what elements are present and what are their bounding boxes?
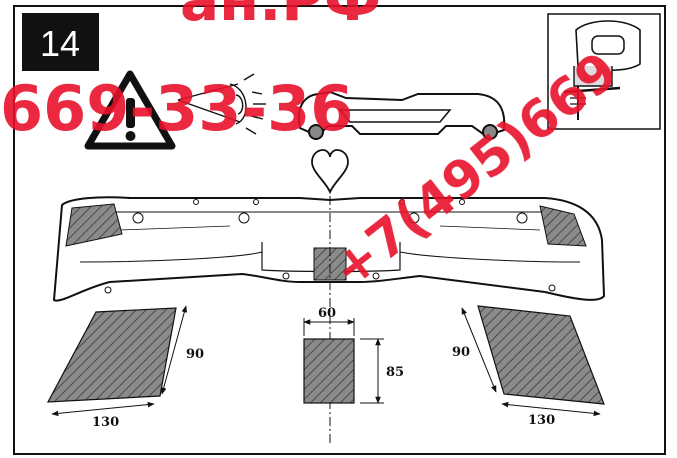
warning-icon [84, 70, 176, 150]
step-badge: 14 [22, 13, 99, 71]
bumper-outline-icon [297, 90, 506, 140]
watermark-line1: ан.РФ [180, 0, 381, 34]
left-height-label: 90 [186, 347, 204, 362]
left-width-label: 130 [92, 415, 119, 430]
watermark-line2: 669-33-36 [0, 72, 353, 145]
jigsaw-tool-icon [547, 13, 661, 130]
right-width-label: 130 [528, 413, 555, 428]
left-cut-template: 90 130 [46, 305, 204, 430]
center-height-label: 85 [386, 365, 404, 380]
center-cut-template: 60 85 [303, 306, 404, 404]
bumper-panel [52, 196, 606, 302]
center-heart-icon [311, 149, 349, 195]
center-width-label: 60 [318, 306, 336, 321]
step-number: 14 [40, 23, 80, 64]
eye-icon [177, 73, 266, 135]
right-height-label: 90 [452, 345, 470, 360]
right-cut-template: 90 130 [452, 305, 605, 428]
